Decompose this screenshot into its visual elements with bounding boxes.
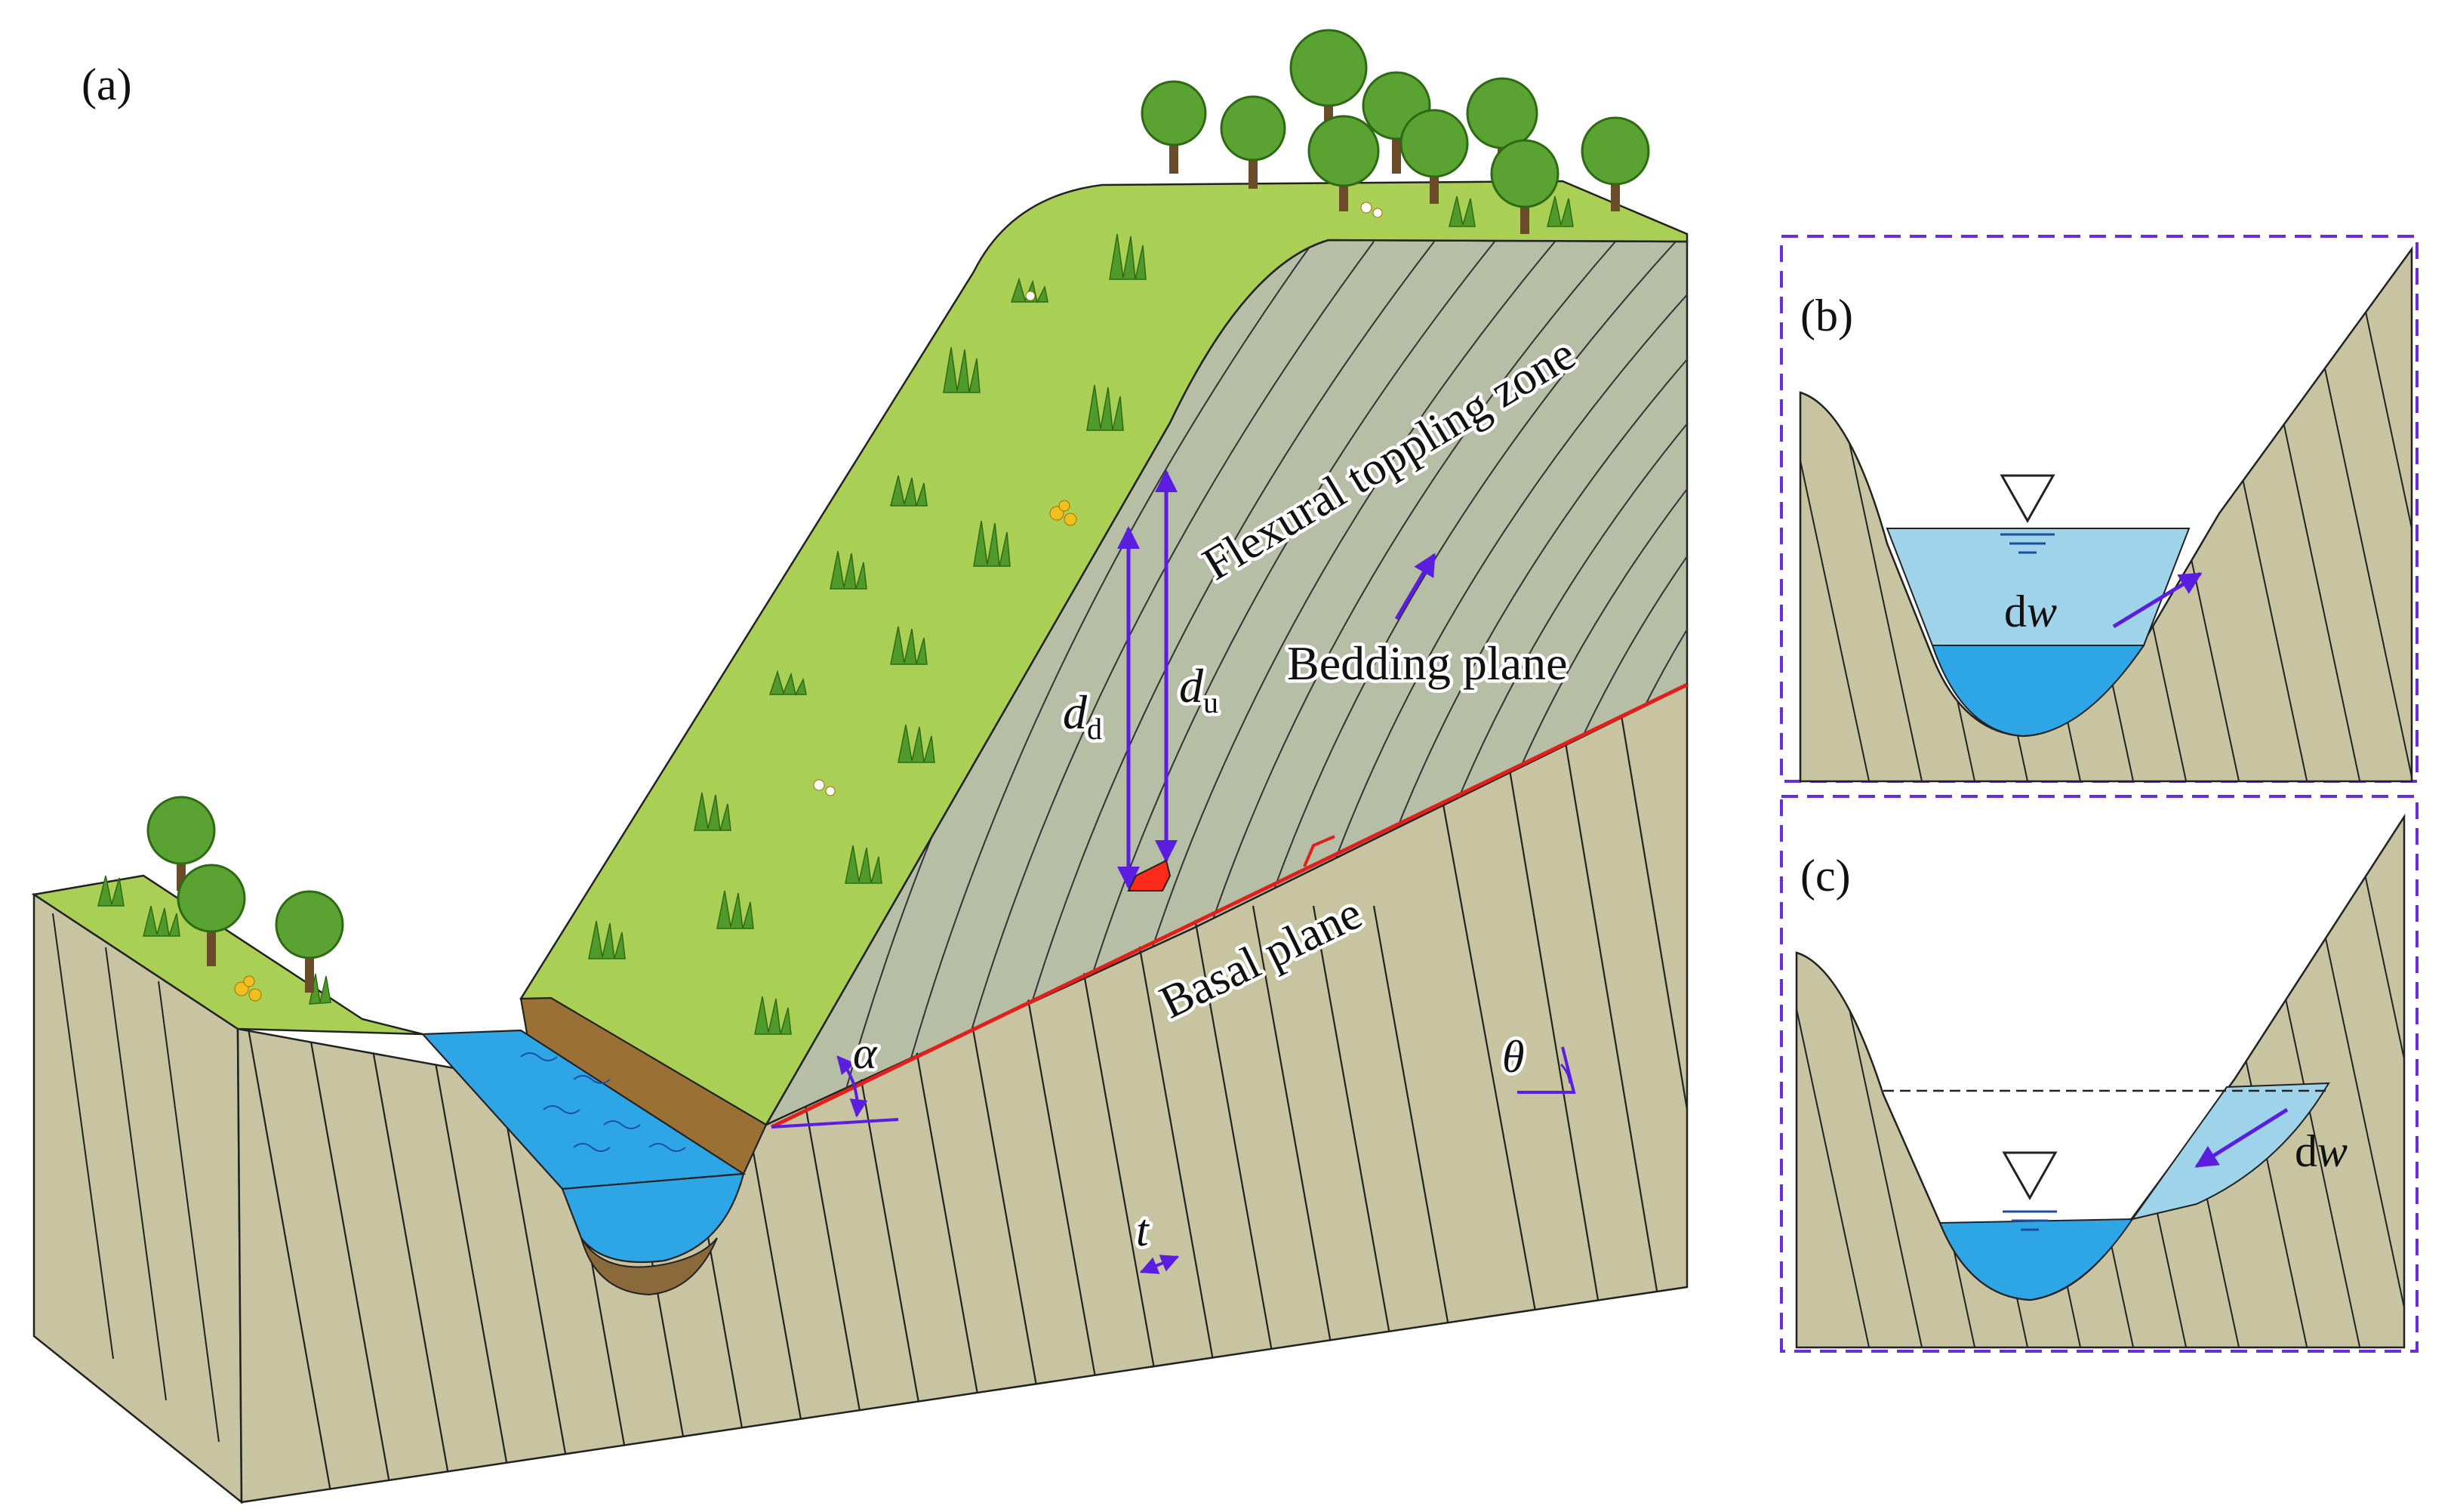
theta-label: θ — [1502, 1032, 1524, 1082]
slope-top-grass — [519, 180, 1689, 1126]
left-top-grass — [31, 874, 423, 1036]
grass-tufts — [97, 196, 1574, 1035]
panel-b-valley-rock — [1799, 246, 2413, 783]
toppling-block — [1127, 859, 1172, 891]
panel-a: (a) Flexural toppling zone Bedding plane… — [31, 29, 1689, 1504]
alpha-label: α — [853, 1028, 878, 1078]
du-label: du — [1179, 659, 1218, 719]
panel-b-label: (b) — [1800, 291, 1853, 340]
panel-c-water-base — [1938, 1218, 2134, 1301]
panel-c-dw-arrow — [2194, 1107, 2289, 1169]
river-channel-water — [561, 1172, 745, 1264]
panel-c-seepage-zone — [2130, 1082, 2330, 1221]
riverbed-sediment — [580, 1237, 718, 1296]
panel-c-label: (c) — [1800, 851, 1851, 901]
bedding-plane-arrow — [1394, 553, 1436, 621]
bedding-plane-label: Bedding plane — [1287, 636, 1567, 690]
alpha-arc — [836, 1055, 868, 1118]
panel-c-dw-label: dw — [2295, 1126, 2348, 1176]
trees — [146, 29, 1650, 993]
panel-c-frame — [1780, 795, 2419, 1353]
panel-a-label: (a) — [82, 60, 132, 109]
panel-b-dw-label: dw — [2004, 587, 2057, 636]
flowers — [234, 202, 1383, 1002]
basal-right-angle — [1303, 835, 1335, 867]
panel-c-water-level-icon — [2002, 1151, 2058, 1201]
panel-b-dw-arrow — [2112, 571, 2203, 629]
panel-b: (b) dw — [1780, 235, 2419, 783]
t-arrow — [1139, 1255, 1180, 1274]
theta-marker — [1517, 1046, 1576, 1094]
panel-b-water-level-icon — [2000, 474, 2055, 524]
panel-c-valley-rock — [1795, 813, 2406, 1349]
panel-c: (c) dw — [1780, 795, 2419, 1353]
basal-plane-line — [770, 682, 1689, 1129]
dd-label: dd — [1063, 685, 1102, 746]
t-label: t — [1136, 1206, 1150, 1255]
panel-b-water-base — [1931, 645, 2145, 738]
